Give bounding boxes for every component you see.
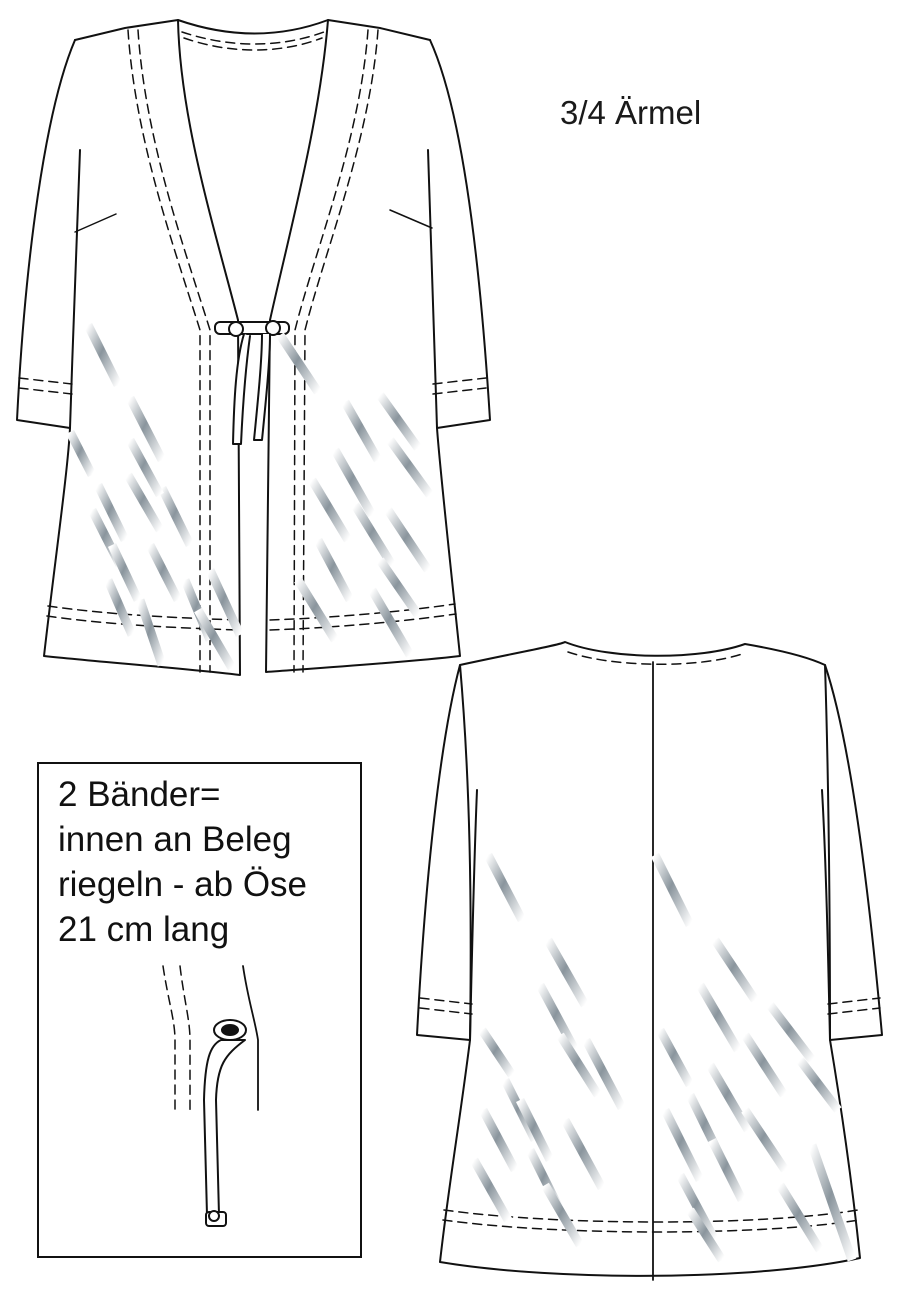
print-stripe (65, 429, 97, 478)
front-neckline (177, 19, 329, 35)
print-stripe (766, 1002, 816, 1063)
front-tie-closure (214, 320, 290, 445)
print-stripe (656, 1027, 694, 1088)
print-stripe (331, 447, 376, 518)
print-stripe (294, 577, 339, 643)
print-stripe (711, 937, 759, 1003)
print-stripe (544, 937, 589, 1008)
print-stripe (276, 332, 322, 395)
print-stripe (741, 1032, 788, 1098)
print-stripe (126, 395, 166, 463)
print-stripe (776, 1182, 824, 1253)
print-stripe (376, 557, 422, 618)
tie-note-text: 2 Bänder= innen an Beleg riegeln - ab Ös… (58, 772, 307, 952)
print-stripe (686, 1207, 726, 1263)
print-stripe (479, 1107, 519, 1173)
front-left-sleeve (16, 39, 81, 429)
print-stripe (135, 598, 167, 667)
print-stripe (368, 587, 414, 658)
front-right-sleeve (427, 39, 491, 429)
print-stripe (515, 1097, 555, 1163)
print-stripe (707, 1137, 747, 1203)
print-stripe (541, 1182, 584, 1248)
front-right-panel (265, 19, 461, 673)
print-stripe (314, 537, 354, 603)
print-stripe (126, 437, 164, 498)
print-stripe (582, 1037, 626, 1111)
print-stripe (741, 1107, 789, 1173)
print-stripe (83, 322, 123, 388)
print-stripe (556, 1032, 602, 1098)
print-stripe (386, 437, 434, 498)
print-stripe (145, 542, 183, 603)
print-stripe (194, 607, 236, 671)
print-stripe (470, 1157, 512, 1223)
print-stripe (660, 1107, 705, 1183)
tie-note-line: riegeln - ab Öse (58, 865, 308, 904)
print-stripe (796, 1057, 842, 1113)
front-left-panel (43, 19, 241, 676)
tie-note-line: 2 Bänder= (58, 775, 221, 814)
print-stripe (650, 852, 695, 928)
print-stripe (376, 392, 422, 451)
print-stripe (124, 472, 164, 533)
garment-front (16, 19, 491, 676)
back-left-sleeve (416, 664, 478, 1041)
print-stripe (706, 1062, 752, 1133)
sleeve-length-label: 3/4 Ärmel (560, 94, 702, 131)
print-stripe (93, 483, 130, 542)
tie-note-line: innen an Beleg (58, 820, 292, 859)
print-stripe (205, 568, 245, 637)
print-stripe (157, 486, 195, 547)
print-stripe (807, 1143, 857, 1262)
back-right-sleeve (821, 664, 883, 1041)
tie-note-line: 21 cm lang (58, 910, 230, 949)
print-stripe (384, 507, 432, 573)
print-stripe (696, 982, 742, 1053)
front-stripe-pattern (65, 322, 434, 671)
print-stripe (103, 578, 137, 637)
tie-detail (162, 965, 259, 1227)
print-stripe (308, 477, 352, 543)
print-stripe (676, 1172, 719, 1243)
garment-back (416, 641, 883, 1281)
back-stripe-pattern (470, 852, 857, 1263)
print-stripe (484, 852, 526, 923)
tie-note-box (37, 762, 362, 1258)
print-stripe (341, 399, 382, 463)
print-stripe (351, 502, 396, 568)
back-body (439, 641, 861, 1277)
print-stripe (107, 543, 143, 602)
print-stripe (478, 1027, 516, 1078)
print-stripe (561, 1117, 606, 1191)
print-stripe (536, 982, 579, 1053)
